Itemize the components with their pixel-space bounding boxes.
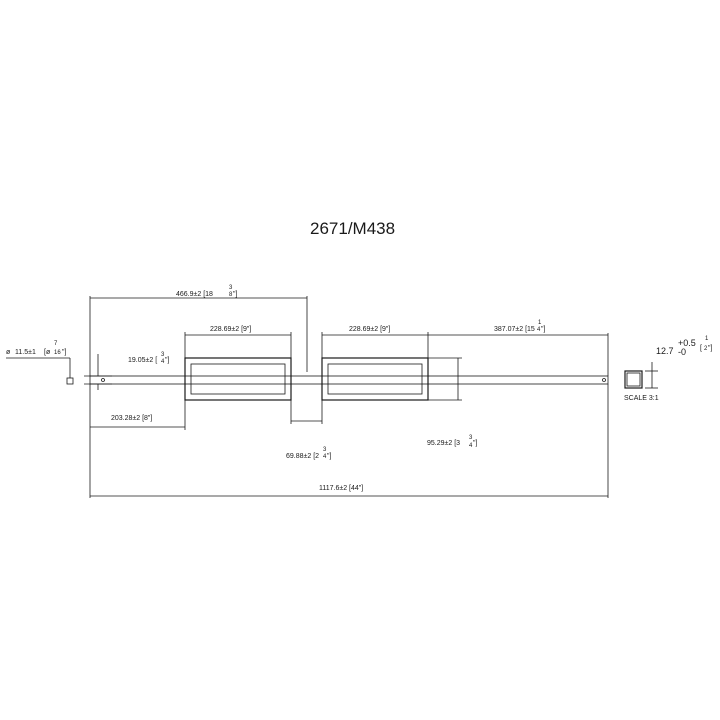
dimensions-hole-value-text: 11.5±1 [15,349,36,356]
dim-left-lead: 203.28±2 [8"] [89,384,186,430]
dimensions-lead-thickness-value-text: 19.05±2 [ [128,357,157,364]
dimensions-wire-square-close-text: "] [708,345,712,352]
dimensions-box-height-value-text: 95.29±2 [3 [427,440,460,447]
dimensions-gap-frac-num-text: 3 [323,447,327,453]
dimension-line [626,372,641,387]
dim-gap: 3 69.88±2 [2 4 "] [286,400,331,460]
dimensions-box-height-close-text: "] [473,440,477,447]
dimensions-overall-top-value-text: 466.9±2 [18 [176,291,213,298]
dimensions-gap-close-text: "] [327,453,331,460]
right-resistor-inner [327,363,423,395]
dimensions-overall-top-frac-den-text: 8 [229,292,233,298]
dim-overall-length: 1117.6±2 [44"] [89,384,609,498]
hole-symbol [66,377,74,385]
dimensions-overall-top-close-text: "] [233,291,237,298]
left-resistor-inner [190,363,286,395]
dimensions-gap-frac-den-text: 4 [323,454,327,460]
dimensions-hole-bracket-text: [ø [44,349,51,356]
wire-cross-section: 12.7 +0.5 -0 1 [ 2 "] SCALE 3:1 [624,336,712,402]
dimensions-hole-close-text: "] [62,349,66,356]
dimensions-right-box-width-text: 228.69±2 [9"] [349,326,390,333]
right-mounting-hole [602,378,606,382]
right-resistor-body [321,357,429,401]
dimensions-overall-length-text: 1117.6±2 [44"] [319,485,363,492]
dimensions-gap-value-text: 69.88±2 [2 [286,453,319,460]
dimensions-right-lead-close-text: "] [541,326,545,333]
dimensions-left-lead-text: 203.28±2 [8"] [111,415,152,422]
dimensions-hole-symbol-text: ø [6,349,11,356]
dimensions-right-lead-frac-den-text: 4 [537,327,541,333]
dimensions-box-height-frac-den-text: 4 [469,443,473,449]
dimensions-hole-frac-den-text: 16 [54,350,61,356]
dimensions-wire-square-tol-minus-text: -0 [678,347,686,357]
dimensions-right-lead-frac-num-text: 1 [538,320,542,326]
left-mounting-hole [101,378,105,382]
component-outline [89,357,609,401]
dimensions-wire-square-value-text: 12.7 [656,346,674,356]
scale-note: SCALE 3:1 [624,395,659,402]
lead-bar [89,375,609,385]
dimensions-lead-thickness-frac-den-text: 4 [161,359,165,365]
dimensions-overall-top-frac-num-text: 3 [229,285,233,291]
dim-left-box-width: 228.69±2 [9"] [184,326,292,358]
dim-right-lead: 1 387.07±2 [15 4 "] [428,320,609,376]
dimensions-lead-thickness-close-text: "] [165,357,169,364]
dim-overall-top: 3 466.9±2 [18 8 "] [89,285,308,376]
dimensions-box-height-frac-num-text: 3 [469,435,473,441]
drawing-title: 2671/M438 [310,219,395,238]
dim-box-height: 3 95.29±2 [3 4 "] [427,357,477,449]
dimensions-lead-thickness-frac-num-text: 3 [161,352,165,358]
dimensions-wire-square-bracket-text: [ [700,345,702,352]
dimensions-right-lead-value-text: 387.07±2 [15 [494,326,535,333]
wire-square-symbol [624,370,643,389]
dim-hole-diameter: ø 11.5±1 [ø 7 16 "] [6,341,74,385]
dimensions-left-box-width-text: 228.69±2 [9"] [210,326,251,333]
dimensions-wire-square-frac-num-text: 1 [705,336,709,342]
dim-right-box-width: 228.69±2 [9"] [321,326,429,358]
dimensions-hole-frac-num-text: 7 [54,341,58,347]
dim-lead-thickness: 3 19.05±2 [ 4 "] [84,352,169,390]
left-resistor-body [184,357,292,401]
dimensions-wire-square-frac-den-text: 2 [704,346,708,352]
dimensions-wire-square-tol-plus-text: +0.5 [678,338,696,348]
